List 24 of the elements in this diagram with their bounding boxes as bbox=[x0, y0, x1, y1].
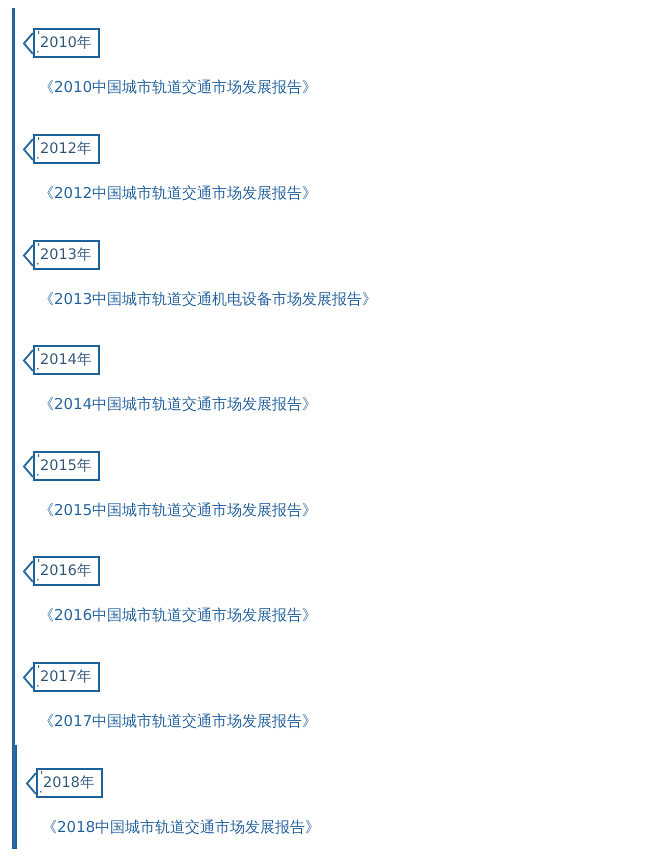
year-tag bbox=[33, 451, 100, 481]
year-label: 2016年 bbox=[40, 562, 92, 580]
year-label: 2018年 bbox=[43, 774, 95, 792]
report-title: 《2010中国城市轨道交通市场发展报告》 bbox=[39, 77, 318, 97]
report-title: 《2014中国城市轨道交通市场发展报告》 bbox=[39, 394, 318, 414]
report-title: 《2012中国城市轨道交通市场发展报告》 bbox=[39, 183, 318, 203]
year-tag bbox=[33, 345, 100, 375]
year-label: 2014年 bbox=[40, 351, 92, 369]
year-tag bbox=[33, 240, 100, 270]
year-tag bbox=[33, 556, 100, 586]
year-tag bbox=[33, 28, 100, 58]
year-tag bbox=[33, 662, 100, 692]
year-tag bbox=[33, 134, 100, 164]
year-label: 2010年 bbox=[40, 34, 92, 52]
year-label: 2012年 bbox=[40, 140, 92, 158]
year-label: 2013年 bbox=[40, 246, 92, 264]
year-label: 2015年 bbox=[40, 457, 92, 475]
report-title: 《2016中国城市轨道交通市场发展报告》 bbox=[39, 605, 318, 625]
year-tag bbox=[36, 768, 103, 798]
report-title: 《2018中国城市轨道交通市场发展报告》 bbox=[42, 817, 320, 837]
report-title: 《2017中国城市轨道交通市场发展报告》 bbox=[39, 711, 318, 731]
report-title: 《2015中国城市轨道交通市场发展报告》 bbox=[39, 500, 318, 520]
report-title: 《2013中国城市轨道交通机电设备市场发展报告》 bbox=[39, 289, 378, 309]
year-label: 2017年 bbox=[40, 668, 92, 686]
